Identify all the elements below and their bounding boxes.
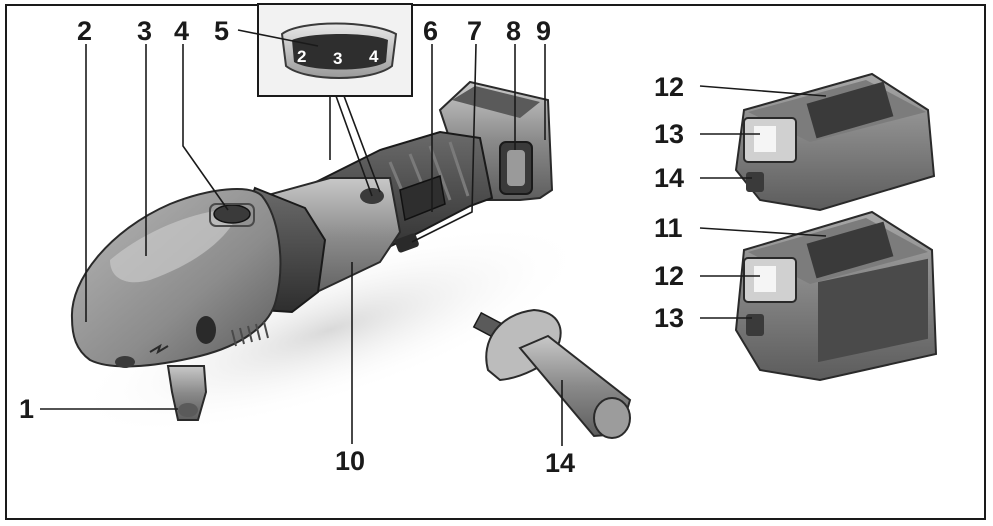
callout-12-lower: 12 xyxy=(654,261,684,291)
aux-handle-end xyxy=(593,397,631,439)
callout-11-lower: 11 xyxy=(654,213,683,243)
callout-7: 7 xyxy=(467,16,482,46)
callout-13-upper: 13 xyxy=(654,119,684,149)
spindle-lock-button xyxy=(213,204,251,224)
battery-pack-large xyxy=(734,210,938,382)
leader-4 xyxy=(182,44,229,211)
callout-1: 1 xyxy=(19,394,34,424)
callout-13-lower: 13 xyxy=(654,303,684,333)
battery-mount-top xyxy=(452,86,540,118)
dial-wheel xyxy=(292,34,388,70)
battery-pack-small xyxy=(734,72,936,212)
lock-on-button xyxy=(395,233,419,253)
callout-14-upper: 14 xyxy=(654,163,684,193)
lightning-mark xyxy=(149,343,169,355)
callout-2: 2 xyxy=(77,16,92,46)
inset-pointer-lines xyxy=(329,95,381,197)
leader-5 xyxy=(237,29,319,47)
battery-large-rail xyxy=(806,221,894,279)
callout-9: 9 xyxy=(536,16,551,46)
battery-small-rail xyxy=(806,81,894,139)
dial-number-left: 2 xyxy=(297,47,306,66)
on-off-switch xyxy=(399,175,446,222)
callout-6: 6 xyxy=(423,16,438,46)
spindle-tip xyxy=(178,403,198,417)
led-window xyxy=(507,150,525,186)
leader-11b xyxy=(699,227,827,237)
grip-ribs xyxy=(388,141,470,211)
callout-5: 5 xyxy=(214,16,229,46)
battery-small-button-face xyxy=(754,126,776,152)
vent-slots xyxy=(231,321,269,347)
battery-large-button-face xyxy=(754,266,776,292)
callout-3: 3 xyxy=(137,16,152,46)
battery-large-charge-led xyxy=(746,314,764,336)
battery-small-charge-led xyxy=(746,172,764,192)
callout-10: 10 xyxy=(335,446,365,476)
dial-number-right: 4 xyxy=(369,47,379,66)
callout-14-handle: 14 xyxy=(545,448,575,478)
spindle-lock-base xyxy=(209,203,255,227)
callout-8: 8 xyxy=(506,16,521,46)
dial-number-center: 3 xyxy=(333,49,342,68)
leader-7 xyxy=(411,43,477,243)
side-thread-hole xyxy=(196,316,216,344)
dial-inset: 2 3 4 xyxy=(257,3,413,97)
leader-12a xyxy=(699,85,827,97)
gear-head xyxy=(70,188,282,368)
callout-4: 4 xyxy=(174,16,189,46)
callout-12-upper: 12 xyxy=(654,72,684,102)
battery-large-side-panel xyxy=(818,258,928,363)
gear-head-highlight xyxy=(110,209,240,283)
polisher xyxy=(70,80,554,421)
front-vent xyxy=(115,356,135,368)
auxiliary-handle xyxy=(472,308,632,439)
